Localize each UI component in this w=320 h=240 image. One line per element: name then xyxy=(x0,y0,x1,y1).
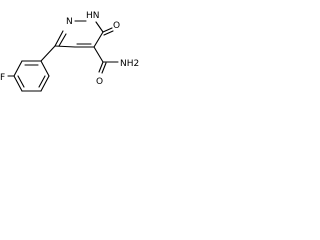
ring-nh-label: HN xyxy=(86,11,100,21)
ring-carbonyl-bond-2 xyxy=(103,30,114,36)
carboxamide-bond xyxy=(93,46,104,63)
double-bond-inner xyxy=(17,75,25,88)
bond xyxy=(54,30,64,47)
chemical-structure: F N HN O O NH2 xyxy=(0,11,139,92)
bond xyxy=(13,60,23,77)
pyridazinone-ring xyxy=(54,20,104,48)
bond xyxy=(95,21,104,33)
bond xyxy=(93,31,104,48)
bond xyxy=(13,75,23,92)
amide-nh2-label: NH2 xyxy=(120,59,139,69)
ring-oxygen-label: O xyxy=(113,21,120,31)
biaryl-bond xyxy=(40,45,56,62)
double-bond-inner xyxy=(58,33,67,47)
ring-nitrogen-label: N xyxy=(66,17,73,27)
fluorophenyl-ring xyxy=(13,60,50,92)
amide-carbonyl-bond xyxy=(98,61,104,73)
bond xyxy=(40,60,50,77)
amide-oxygen-label: O xyxy=(96,77,103,87)
double-bond-inner xyxy=(38,75,46,88)
bond xyxy=(54,45,76,48)
fluorine-label: F xyxy=(0,73,5,83)
amide-carbonyl-bond-2 xyxy=(101,62,107,74)
ring-carbonyl-bond xyxy=(102,27,113,33)
bond xyxy=(40,75,50,92)
